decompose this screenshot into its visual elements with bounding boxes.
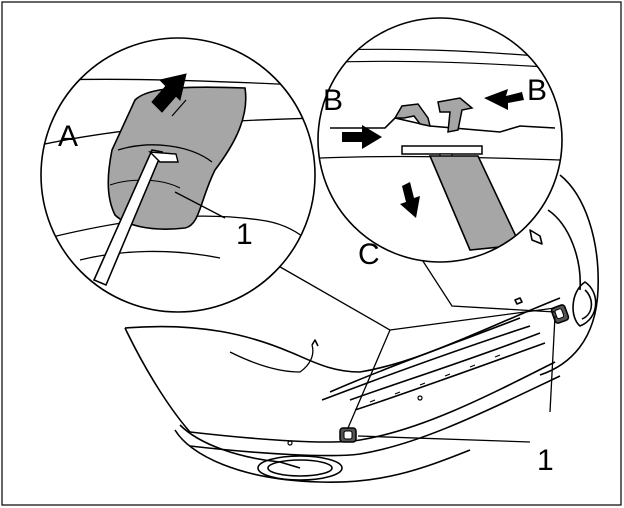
- retaining-clip: [393, 103, 432, 127]
- arrow-c-down: [400, 182, 420, 218]
- bumper-strip-marks: [287, 354, 501, 446]
- pry-tool: [92, 149, 164, 287]
- label-part-1-main: 1: [537, 444, 554, 477]
- label-b-right: B: [527, 74, 547, 107]
- removal-direction-arrow: [151, 73, 187, 113]
- label-a: A: [58, 120, 78, 153]
- arrow-b-right: [484, 89, 524, 110]
- detail-c: [319, 48, 561, 251]
- detail-c-circle: [317, 17, 563, 263]
- label-b-left: B: [323, 84, 343, 117]
- detail-a: [41, 73, 315, 287]
- reflector-right: [550, 304, 570, 324]
- arrow-b-left: [342, 125, 382, 149]
- label-c: C: [358, 238, 380, 271]
- rear-bumper: [124, 174, 599, 483]
- detail-a-circle: [40, 37, 316, 313]
- reflector-left: [339, 427, 357, 443]
- detail-leader-lines: [274, 237, 556, 429]
- label-part-1-detail: 1: [236, 218, 253, 251]
- part-1-leader-main: [357, 435, 531, 443]
